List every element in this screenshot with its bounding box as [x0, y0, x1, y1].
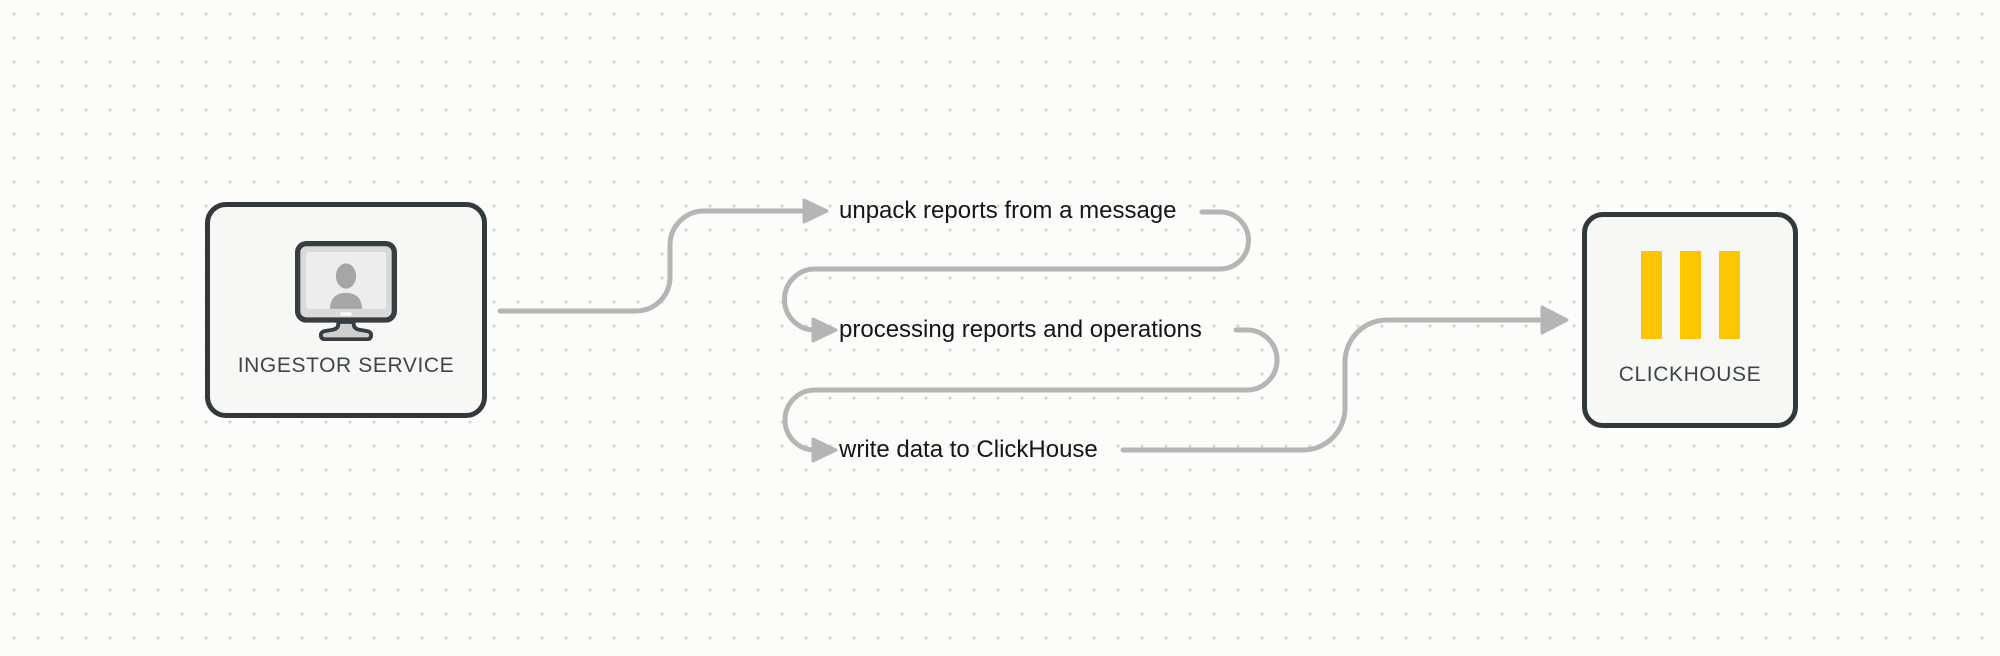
clickhouse-logo-icon: [1640, 251, 1740, 339]
connector-step1-to-step2: [782, 209, 1251, 343]
step-label-processing-reports: processing reports and operations: [839, 316, 1202, 343]
logo-bar: [1679, 251, 1701, 339]
logo-bar: [1718, 251, 1740, 339]
connector-step3-to-clickhouse: [1120, 305, 1569, 453]
monitor-user-icon: [295, 240, 397, 341]
arrowhead-icon: [802, 198, 829, 224]
connector-ingestor-to-step1: [497, 198, 829, 314]
step-label-unpack-reports: unpack reports from a message: [839, 197, 1177, 224]
connector-step2-to-step3: [782, 327, 1280, 463]
arrowhead-icon: [1540, 305, 1569, 335]
logo-bar: [1640, 251, 1662, 339]
step-label-write-data: write data to ClickHouse: [839, 436, 1098, 463]
node-ingestor-service: INGESTOR SERVICE: [205, 202, 487, 418]
arrowhead-icon: [811, 317, 838, 343]
node-clickhouse: CLICKHOUSE: [1582, 212, 1798, 428]
person-silhouette-icon: [330, 263, 362, 309]
arrowhead-icon: [811, 437, 838, 463]
node-label: CLICKHOUSE: [1618, 363, 1762, 386]
node-label: INGESTOR SERVICE: [237, 354, 455, 377]
